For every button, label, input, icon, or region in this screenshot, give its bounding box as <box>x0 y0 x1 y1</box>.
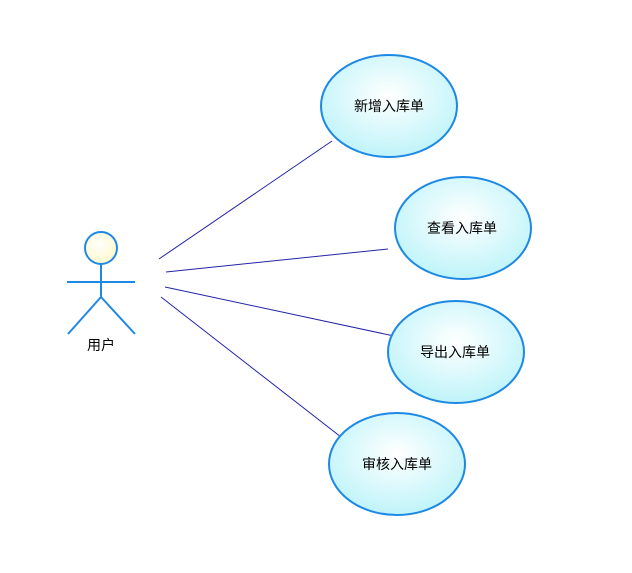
actor-right-leg <box>100 296 136 335</box>
association-line-review[interactable] <box>160 296 342 438</box>
use-case-ellipse <box>387 300 525 404</box>
actor-user[interactable]: 用户 <box>67 231 136 354</box>
association-lines <box>158 140 395 438</box>
actor-left-leg <box>67 296 102 335</box>
use-case-ellipse <box>328 412 466 516</box>
use-case-label: 导出入库单 <box>420 345 490 361</box>
use-case-review-receipt[interactable]: 审核入库单 <box>328 412 466 516</box>
actor-label: 用户 <box>87 337 115 354</box>
use-case-label: 审核入库单 <box>362 457 432 473</box>
use-case-ellipse <box>320 54 458 158</box>
use-case-label: 查看入库单 <box>427 221 497 237</box>
actor-head <box>84 231 118 265</box>
use-case-label: 新增入库单 <box>354 99 424 115</box>
use-case-add-receipt[interactable]: 新增入库单 <box>320 54 458 158</box>
association-line-add[interactable] <box>158 140 333 260</box>
use-case-view-receipt[interactable]: 查看入库单 <box>394 176 532 280</box>
use-case-ellipse <box>394 176 532 280</box>
association-line-export[interactable] <box>164 286 395 337</box>
use-case-export-receipt[interactable]: 导出入库单 <box>387 300 525 404</box>
association-line-view[interactable] <box>165 248 389 273</box>
